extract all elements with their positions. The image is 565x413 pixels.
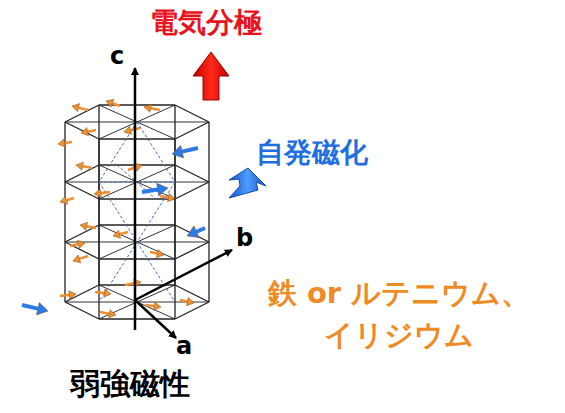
a-axis [135, 300, 176, 338]
lattice-line [83, 166, 92, 168]
magnetization-label: 自発磁化 [256, 136, 368, 170]
spin-head [80, 222, 87, 230]
lattice-line [101, 192, 110, 193]
spin-head [36, 302, 48, 314]
spin-head [187, 226, 199, 238]
lattice-line [137, 182, 175, 242]
spin-head [187, 298, 194, 306]
element-label: 鉄 or ルテニウム、 イリジウム [236, 272, 562, 356]
spin-head [154, 302, 161, 310]
lattice-line [64, 122, 65, 302]
lattice-line [70, 244, 78, 246]
magnetization-arrow [229, 168, 266, 198]
spin-head [81, 128, 88, 136]
lattice-line [99, 258, 175, 259]
lattice-line [180, 300, 187, 302]
lattice-line [175, 122, 209, 139]
lattice-line [88, 130, 96, 132]
lattice-line [65, 302, 99, 319]
lattice-line [99, 224, 175, 225]
lattice-line [66, 198, 74, 200]
lattice-line [99, 182, 137, 242]
spin-head [168, 194, 175, 202]
spin-head [60, 196, 68, 204]
lattice-line [112, 103, 120, 106]
lattice-line [65, 122, 99, 139]
lattice-line [65, 105, 99, 122]
lattice-line [175, 182, 209, 199]
spin-head [76, 162, 83, 170]
spin-head [58, 139, 65, 147]
lattice-line [150, 252, 157, 254]
spin-head [157, 250, 164, 258]
lattice-line [197, 228, 205, 232]
lattice-line [65, 225, 99, 242]
spin-head [157, 183, 168, 196]
lattice-line [99, 242, 137, 302]
lattice-line [65, 182, 99, 199]
spin-arrows [22, 99, 205, 317]
polarization-label: 電気分極 [150, 6, 262, 40]
lattice-line [87, 226, 96, 228]
lattice-line [65, 142, 72, 143]
lattice-line [160, 196, 168, 198]
axis-label: a [176, 332, 192, 361]
lattice-line [175, 225, 209, 242]
caption: 弱強磁性 [70, 366, 190, 402]
spin-head [94, 189, 101, 197]
lattice-line [99, 138, 175, 139]
spin-head [144, 104, 151, 112]
lattice-line [174, 139, 175, 319]
lattice-line [95, 292, 104, 293]
spin-head [106, 99, 114, 107]
spin-head [109, 310, 116, 318]
lattice-line [175, 242, 209, 259]
hexagonal-lattice [65, 105, 209, 319]
spin-head [72, 104, 80, 112]
spin-head [69, 291, 76, 299]
spin-head [73, 255, 81, 263]
lattice-line [99, 318, 175, 319]
lattice-line [60, 295, 69, 296]
lattice-line [142, 190, 158, 192]
b-axis [135, 250, 232, 300]
lattice-line [125, 283, 134, 285]
lattice-line [137, 242, 175, 302]
lattice-line [151, 108, 160, 110]
polarization-arrow [193, 52, 229, 100]
lattice-line [145, 305, 154, 306]
lattice-line [65, 285, 99, 302]
lattice-line [22, 305, 38, 309]
lattice-line [137, 122, 175, 182]
lattice-line [175, 285, 209, 302]
spin-head [172, 145, 184, 157]
spin-head [78, 240, 85, 248]
lattice-line [175, 105, 209, 122]
axis-label: c [110, 42, 124, 71]
lattice-line [120, 232, 128, 234]
lattice-line [208, 122, 209, 302]
axis-label: b [236, 224, 253, 253]
spin-head [104, 289, 111, 297]
lattice-line [175, 165, 209, 182]
spin-head [113, 230, 121, 238]
c-axis [134, 68, 137, 330]
spin-head [124, 126, 132, 134]
lattice-line [182, 148, 198, 152]
lattice-line [175, 302, 209, 319]
lattice-line [79, 108, 88, 110]
lattice-line [79, 256, 88, 259]
lattice-line [100, 312, 109, 314]
